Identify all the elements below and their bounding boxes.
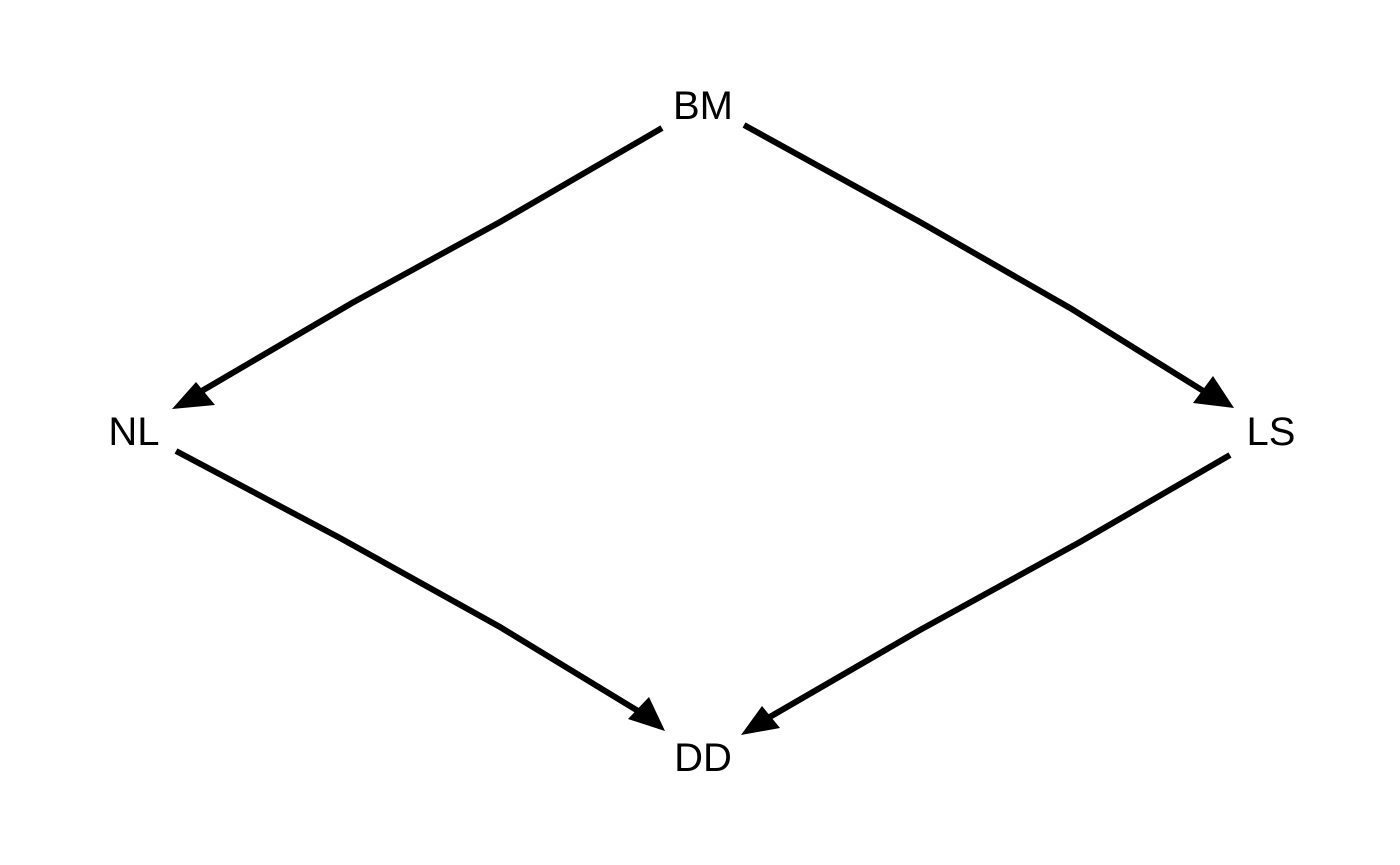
node-ls: LS: [1247, 410, 1296, 454]
edge-ls-to-dd-line: [766, 452, 1232, 721]
edge-bm-to-nl-line: [198, 125, 664, 395]
edge-bm-to-ls-arrowhead: [1193, 376, 1234, 408]
edge-nl-to-dd-arrowhead: [628, 697, 665, 731]
edge-ls-to-dd-arrowhead: [741, 706, 780, 735]
nodes-layer: BM NL LS DD: [108, 84, 1295, 780]
edge-bm-to-ls: [742, 122, 1234, 408]
edge-bm-to-nl: [172, 125, 664, 409]
edge-nl-to-dd: [174, 448, 665, 731]
node-nl: NL: [108, 410, 159, 454]
node-dd: DD: [674, 736, 732, 780]
edge-nl-to-dd-line: [174, 448, 640, 714]
edge-bm-to-nl-arrowhead: [172, 382, 215, 409]
edge-ls-to-dd: [741, 452, 1232, 735]
edges-layer: [172, 122, 1234, 735]
node-bm: BM: [673, 84, 733, 128]
edge-bm-to-ls-line: [742, 122, 1207, 395]
